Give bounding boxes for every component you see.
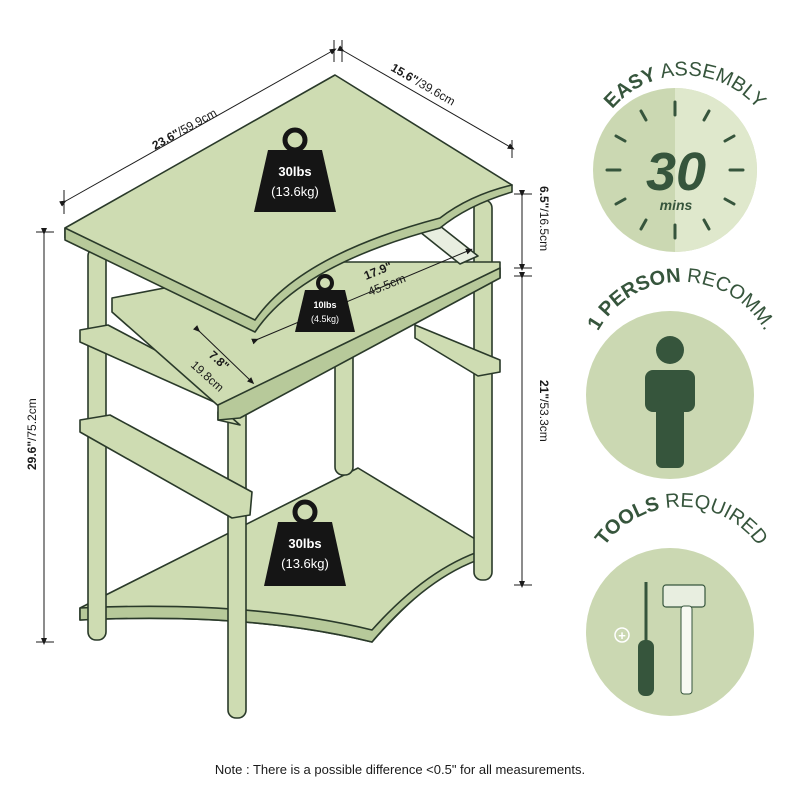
total-height-label: 29.6"/75.2cm [25, 398, 39, 470]
clock-icon [605, 100, 745, 240]
weight-icon-bottom: 30lbs (13.6kg) [264, 499, 346, 586]
svg-text:(13.6kg): (13.6kg) [271, 184, 319, 199]
measurement-note: Note : There is a possible difference <0… [214, 762, 586, 777]
depth-label: 15.6"/39.6cm [389, 60, 458, 108]
dimension-lines [36, 40, 532, 645]
svg-text:+: + [618, 628, 626, 643]
badge-tools-title: TOOLS REQUIRED [591, 490, 772, 550]
badge-tools-required: TOOLS REQUIRED + [586, 490, 772, 716]
svg-text:30lbs: 30lbs [288, 536, 321, 551]
person-icon [645, 336, 695, 468]
assembly-minutes: 30 [646, 142, 706, 202]
svg-text:(4.5kg): (4.5kg) [311, 314, 339, 324]
lower-height-label: 21"/53.3cm [537, 380, 551, 442]
leg-front-left [227, 379, 247, 719]
svg-text:10lbs: 10lbs [313, 300, 336, 310]
badge-one-person: 1 PERSON RECOMM. [583, 265, 780, 479]
hammer-icon [662, 584, 706, 695]
weight-icon-top: 30lbs (13.6kg) [254, 127, 336, 212]
assembly-unit: mins [660, 197, 693, 213]
badge-easy-assembly: EASY ASSEMBLY 30 mins [593, 58, 770, 252]
svg-text:(13.6kg): (13.6kg) [281, 556, 329, 571]
screwdriver-icon: + [614, 582, 654, 696]
width-label: 23.6"/59.9cm [150, 106, 220, 153]
svg-text:30lbs: 30lbs [278, 164, 311, 179]
top-gap-label: 6.5"/16.5cm [537, 186, 551, 251]
rail-left [79, 414, 253, 519]
weight-icon-tray: 10lbs (4.5kg) [295, 274, 355, 332]
